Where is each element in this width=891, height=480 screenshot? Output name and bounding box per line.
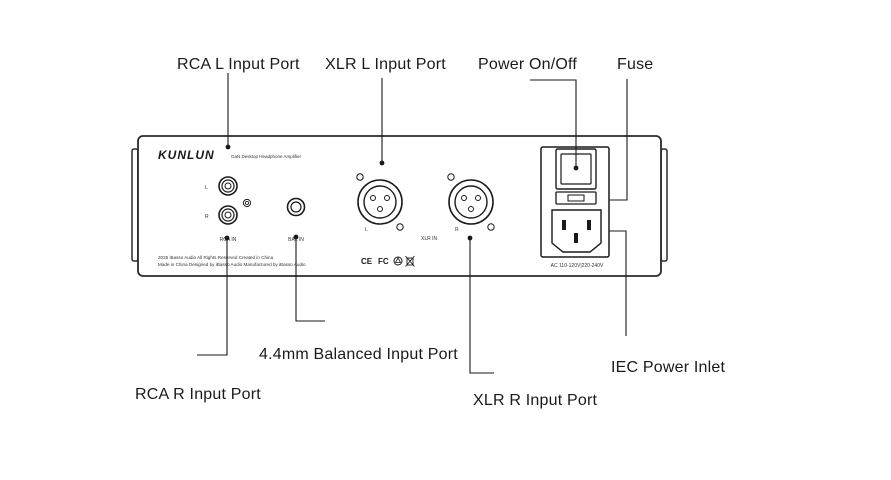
label-iec-power-inlet: IEC Power Inlet xyxy=(611,359,726,376)
leader-lines xyxy=(197,73,628,374)
product-subtitle: GaN Desktop Headphone Amplifier xyxy=(231,154,302,159)
rca-r-mark: R xyxy=(205,214,209,220)
leader-bal xyxy=(295,237,325,322)
copyright-line-1: 2025 iBasso Audio All Rights Reserved Cr… xyxy=(158,255,274,260)
leader-power xyxy=(530,79,577,168)
copyright-line-2: Made in China Designed by iBasso Audio M… xyxy=(158,262,306,267)
xlr-r-jack[interactable] xyxy=(447,173,495,231)
ac-rating: AC 110-120V|220-240V xyxy=(551,263,604,269)
xlr-l-jack[interactable] xyxy=(356,173,404,231)
label-balanced-input-port: 4.4mm Balanced Input Port xyxy=(259,346,458,363)
leader-xlr-r xyxy=(469,238,494,374)
xlr-r-mark: R xyxy=(455,227,459,233)
xlr-in-label: XLR IN xyxy=(421,236,438,242)
label-xlr-r-input-port: XLR R Input Port xyxy=(473,392,598,409)
leader-iec xyxy=(609,230,627,336)
label-rca-r-input-port: RCA R Input Port xyxy=(135,386,261,403)
label-fuse: Fuse xyxy=(617,56,654,73)
rca-r-jack[interactable] xyxy=(218,205,238,225)
label-power-on-off: Power On/Off xyxy=(478,56,578,73)
ce-mark-icon: CE xyxy=(361,257,373,266)
rca-l-jack[interactable] xyxy=(218,176,238,196)
label-xlr-l-input-port: XLR L Input Port xyxy=(325,56,446,73)
bal-jack[interactable] xyxy=(286,197,306,217)
brand-logo: KUNLUN xyxy=(158,148,215,162)
leader-rca-r xyxy=(197,238,228,356)
leader-endpoints xyxy=(224,144,579,241)
fuse-holder[interactable] xyxy=(555,191,597,205)
weee-bin-icon xyxy=(405,255,415,267)
rca-ground-screw-top xyxy=(242,198,252,208)
xlr-l-mark: L xyxy=(365,227,368,233)
recycle-mark-icon xyxy=(393,256,403,266)
power-module xyxy=(540,146,610,258)
fc-mark-icon: FC xyxy=(378,257,389,266)
rca-l-mark: L xyxy=(205,185,208,191)
iec-power-inlet[interactable] xyxy=(551,209,602,253)
label-rca-l-input-port: RCA L Input Port xyxy=(177,56,300,73)
leader-fuse xyxy=(609,79,628,201)
panel-body xyxy=(137,135,662,277)
